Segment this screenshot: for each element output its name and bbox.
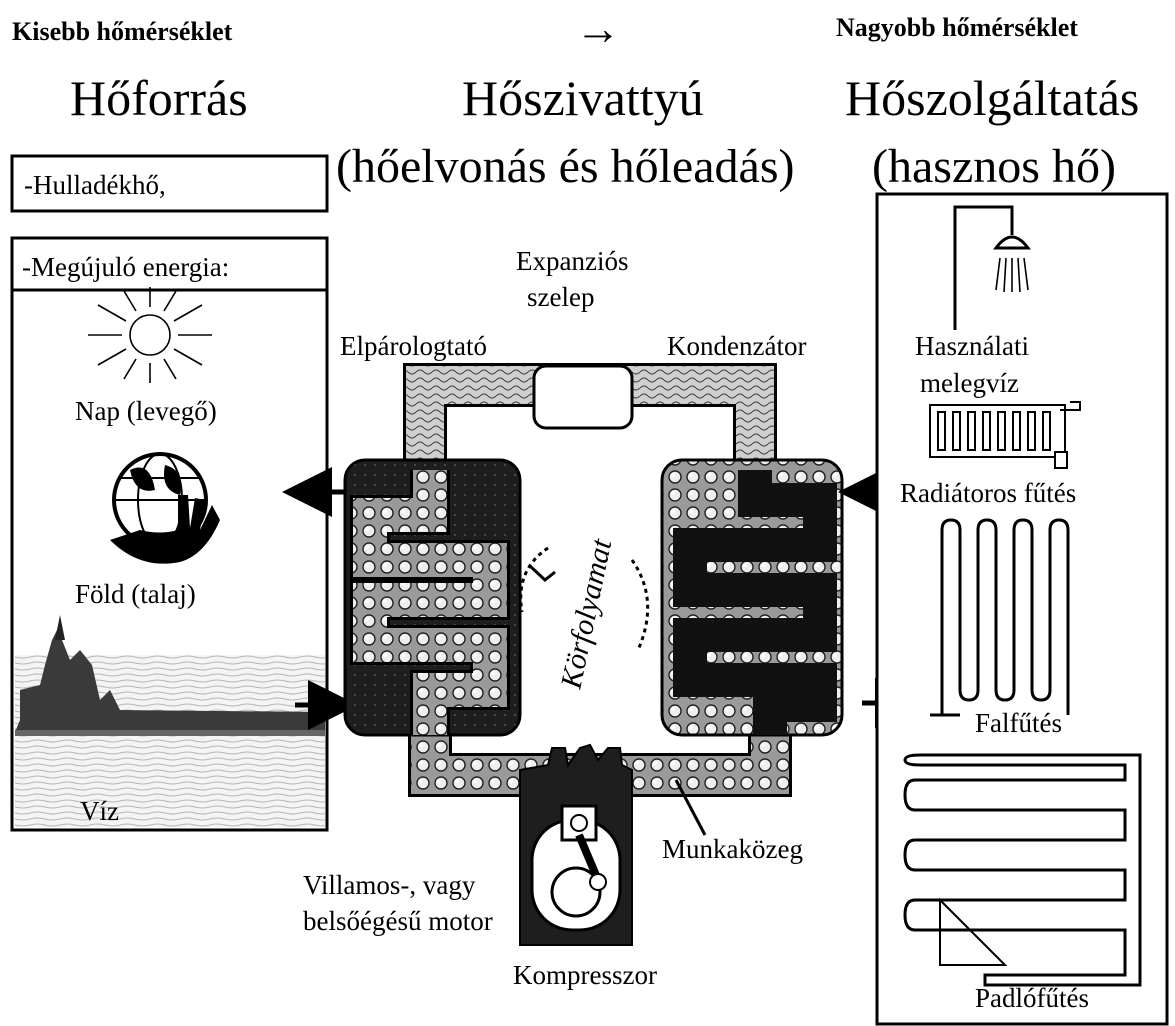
- expansion-valve-label-1: Expanziós: [516, 246, 628, 276]
- heat-pump-title: Hőszivattyú: [462, 70, 704, 126]
- cycle-arc-right: [632, 560, 648, 650]
- heat-service-subtitle: (hasznos hő): [872, 140, 1116, 193]
- hot-water-label-2: melegvíz: [920, 368, 1019, 398]
- compressor-label: Kompresszor: [513, 960, 657, 990]
- waste-heat-label: -Hulladékhő,: [24, 170, 166, 200]
- heat-service-title: Hőszolgáltatás: [845, 70, 1139, 126]
- renewable-label: -Megújuló energia:: [22, 252, 229, 282]
- cycle-arrow-head: [530, 566, 555, 580]
- radiator-label: Radiátoros fűtés: [900, 478, 1076, 508]
- condenser-label: Kondenzátor: [667, 331, 806, 361]
- expansion-valve-label-2: szelep: [527, 282, 594, 312]
- heat-pump-subtitle: (hőelvonás és hőleadás): [336, 140, 795, 193]
- direction-arrow: →: [575, 3, 621, 54]
- high-temp-label: Nagyobb hőmérséklet: [836, 13, 1078, 42]
- floor-heating-label: Padlófűtés: [975, 983, 1089, 1013]
- heat-source-title: Hőforrás: [70, 70, 248, 126]
- expansion-valve: [534, 366, 632, 428]
- sun-label: Nap (levegő): [75, 396, 217, 426]
- compressor: [520, 745, 632, 945]
- evaporator-label: Elpárologtató: [340, 331, 487, 361]
- low-temp-label: Kisebb hőmérséklet: [12, 17, 233, 46]
- working-fluid-label: Munkaközeg: [662, 834, 803, 864]
- wall-heating-label: Falfűtés: [975, 708, 1062, 738]
- earth-label: Föld (talaj): [75, 579, 196, 609]
- motor-label-2: belsőégésű motor: [303, 906, 493, 936]
- hot-water-label-1: Használati: [915, 331, 1029, 361]
- cycle-label: Körfolyamat: [554, 536, 618, 693]
- water-label: Víz: [80, 796, 119, 826]
- motor-label-1: Villamos-, vagy: [303, 870, 476, 900]
